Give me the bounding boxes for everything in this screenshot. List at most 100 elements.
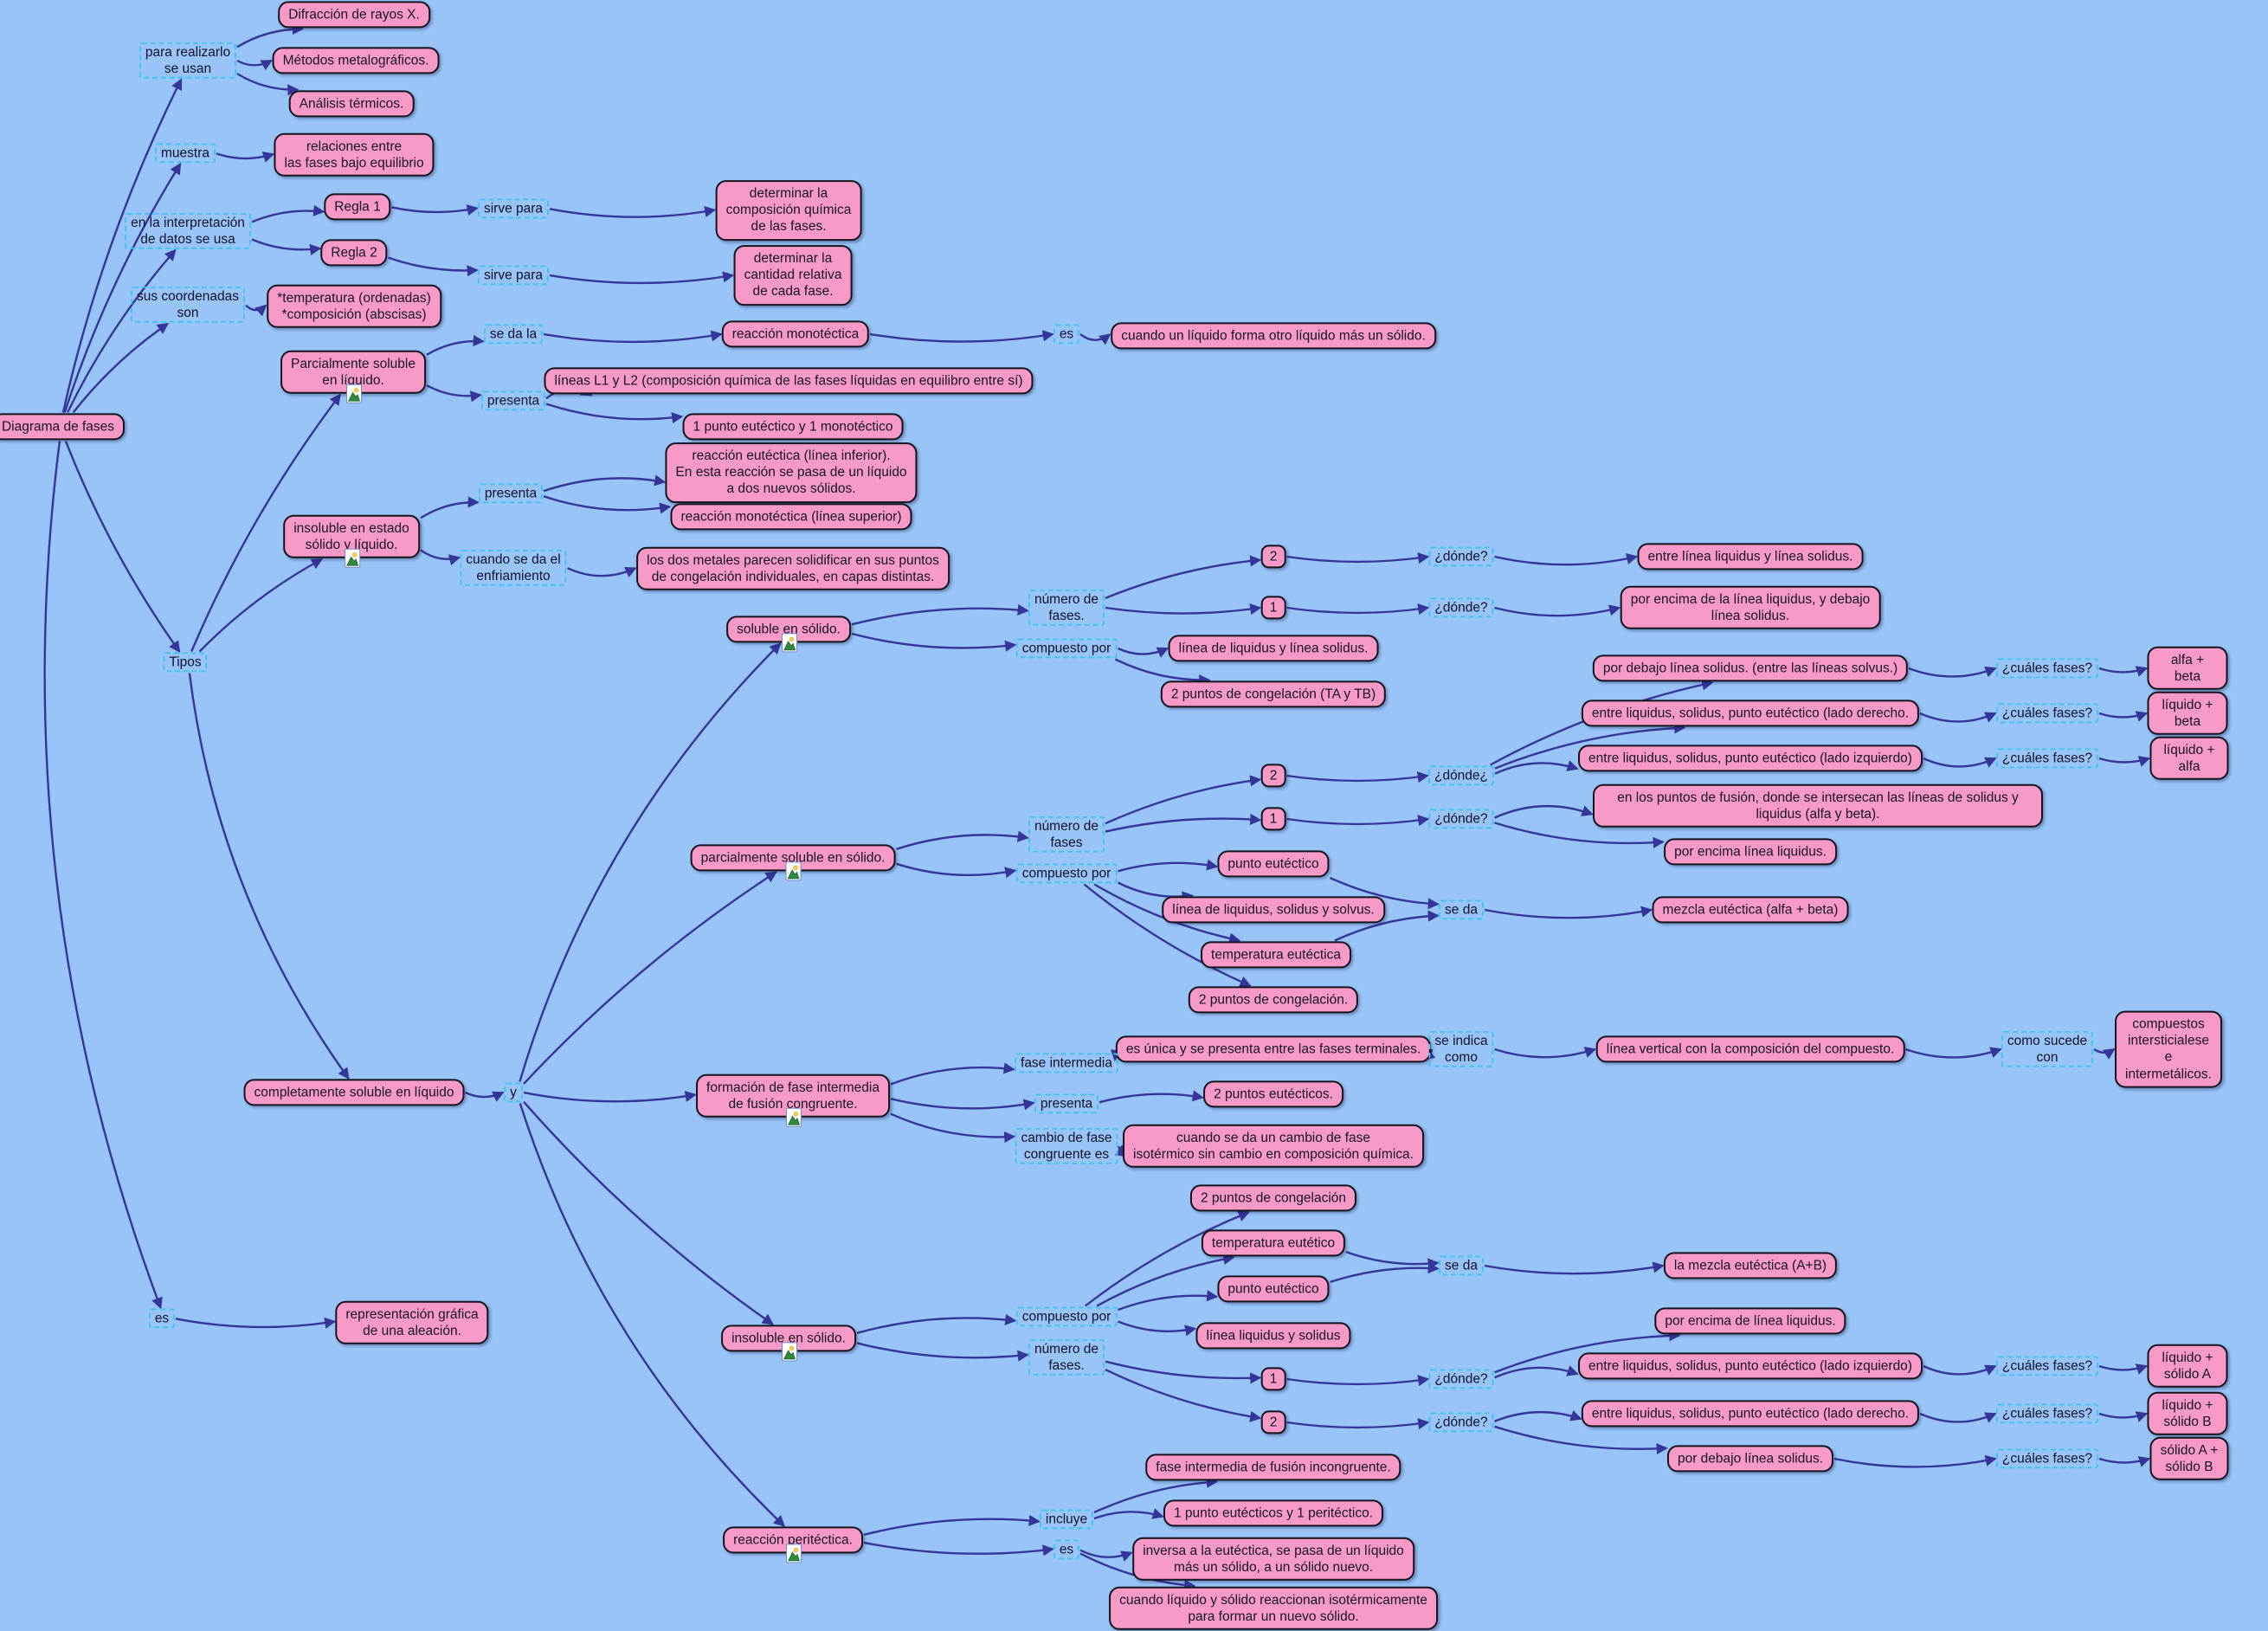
- concept-node-por-encima-linea-liquidus[interactable]: por encima línea liquidus.: [1664, 838, 1837, 866]
- concept-node-reaccion-monotectica-superior[interactable]: reacción monotéctica (línea superior): [670, 503, 912, 531]
- concept-node-liquido-alfa[interactable]: líquido + alfa: [2149, 736, 2229, 781]
- linking-phrase-lbl-es-root[interactable]: es: [148, 1308, 176, 1329]
- concept-node-por-encima-debajo[interactable]: por encima de la línea liquidus, y debaj…: [1620, 585, 1881, 630]
- resource-image-icon[interactable]: [782, 633, 797, 653]
- concept-node-temperatura-eutectica[interactable]: temperatura eutéctica: [1201, 941, 1351, 969]
- concept-node-liquido-beta[interactable]: líquido + beta: [2147, 691, 2228, 736]
- concept-node-es-unica[interactable]: es única y se presenta entre las fases t…: [1115, 1035, 1432, 1063]
- linking-phrase-lbl-cuales-a2[interactable]: ¿cuáles fases?: [1995, 703, 2099, 724]
- linking-phrase-lbl-presenta-1[interactable]: presenta: [480, 390, 546, 411]
- concept-node-dos-puntos-eutecticos[interactable]: 2 puntos eutécticos.: [1203, 1080, 1343, 1108]
- linking-phrase-lbl-compuesto-por-a[interactable]: compuesto por: [1015, 638, 1118, 659]
- linking-phrase-lbl-se-da-c[interactable]: se da: [1439, 1255, 1484, 1276]
- linking-phrase-lbl-cuales-b1[interactable]: ¿cuáles fases?: [1995, 1356, 2099, 1376]
- resource-image-icon[interactable]: [344, 549, 360, 569]
- linking-phrase-lbl-es-peritectica[interactable]: es: [1053, 1539, 1080, 1560]
- concept-node-entre-lado-izquierdo-c[interactable]: entre liquidus, solidus, punto eutéctico…: [1578, 1352, 1923, 1380]
- linking-phrase-lbl-presenta-2[interactable]: presenta: [478, 483, 544, 504]
- linking-phrase-lbl-cuales-b2[interactable]: ¿cuáles fases?: [1995, 1403, 2099, 1424]
- linking-phrase-lbl-fase-intermedia[interactable]: fase intermedia: [1015, 1053, 1118, 1073]
- concept-node-cuando-liquido-solido[interactable]: cuando líquido y sólido reaccionan isoté…: [1109, 1586, 1438, 1631]
- concept-node-analisis[interactable]: Análisis térmicos.: [288, 90, 415, 118]
- concept-node-mezcla-eutectica-alfa-beta[interactable]: mezcla eutéctica (alfa + beta): [1652, 896, 1849, 924]
- linking-phrase-lbl-numero-fases-a[interactable]: número de fases.: [1028, 589, 1105, 627]
- concept-node-num-1-a[interactable]: 1: [1260, 596, 1286, 620]
- resource-image-icon[interactable]: [786, 1544, 802, 1563]
- concept-node-punto-eutectico-c[interactable]: punto eutéctico: [1217, 1275, 1330, 1303]
- linking-phrase-lbl-incluye[interactable]: incluye: [1039, 1509, 1094, 1530]
- linking-phrase-lbl-presenta-3[interactable]: presenta: [1034, 1093, 1099, 1114]
- concept-node-entre-lado-derecho-c[interactable]: entre liquidus, solidus, punto eutéctico…: [1581, 1400, 1920, 1428]
- concept-node-num-2-b[interactable]: 2: [1260, 764, 1286, 788]
- concept-node-temperatura-eutetico[interactable]: temperatura eutético: [1201, 1229, 1346, 1257]
- concept-node-regla-2[interactable]: Regla 2: [320, 239, 388, 267]
- linking-phrase-lbl-cuales-a3[interactable]: ¿cuáles fases?: [1995, 748, 2099, 769]
- concept-node-parcialmente-soluble-solido[interactable]: parcialmente soluble en sólido.: [690, 844, 896, 881]
- linking-phrase-lbl-donde-b1[interactable]: ¿dónde¿: [1427, 765, 1495, 786]
- linking-phrase-lbl-es-top[interactable]: es: [1053, 324, 1080, 345]
- concept-node-punto-eutecticos-peritectico[interactable]: 1 punto eutécticos y 1 peritéctico.: [1163, 1499, 1384, 1527]
- linking-phrase-lbl-numero-fases-b[interactable]: número de fases: [1028, 816, 1105, 854]
- linking-phrase-lbl-numero-fases-c[interactable]: número de fases.: [1028, 1338, 1105, 1376]
- linking-phrase-lbl-donde-c1[interactable]: ¿dónde?: [1428, 1369, 1494, 1389]
- concept-node-linea-liquidus-y-solidus[interactable]: línea liquidus y solidus: [1195, 1322, 1351, 1350]
- concept-node-linea-liquidus-linea-solidus[interactable]: línea de liquidus y línea solidus.: [1168, 635, 1379, 662]
- concept-node-mezcla-eutectica-ab[interactable]: la mezcla eutéctica (A+B): [1663, 1252, 1838, 1280]
- linking-phrase-lbl-donde-b2[interactable]: ¿dónde?: [1428, 809, 1494, 829]
- resource-image-icon[interactable]: [345, 384, 362, 404]
- resource-image-icon[interactable]: [782, 1342, 797, 1362]
- concept-node-linea-vertical[interactable]: línea vertical con la composición del co…: [1595, 1035, 1905, 1063]
- concept-node-regla-1[interactable]: Regla 1: [324, 193, 391, 221]
- concept-node-representacion-grafica[interactable]: representación gráfica de una aleación.: [335, 1300, 489, 1345]
- linking-phrase-lbl-coordenadas[interactable]: sus coordenadas son: [130, 286, 246, 324]
- linking-phrase-lbl-cuando-enfriamiento[interactable]: cuando se da el enfriamiento: [460, 549, 567, 587]
- concept-node-insoluble-estado-solido-liquido[interactable]: insoluble en estado sólido y líquido.: [283, 514, 420, 569]
- linking-phrase-lbl-muestra[interactable]: muestra: [155, 143, 216, 164]
- concept-node-linea-liquidus-solidus-solvus[interactable]: línea de liquidus, solidus y solvus.: [1162, 896, 1385, 924]
- concept-node-reaccion-monotectica[interactable]: reacción monotéctica: [721, 320, 870, 348]
- concept-node-fase-incongruente[interactable]: fase intermedia de fusión incongruente.: [1145, 1454, 1401, 1481]
- concept-node-parcialmente-soluble-liquido[interactable]: Parcialmente soluble en líquido.: [280, 350, 426, 404]
- concept-node-num-1-c[interactable]: 1: [1260, 1367, 1286, 1391]
- linking-phrase-lbl-compuesto-por-b[interactable]: compuesto por: [1015, 863, 1118, 884]
- concept-node-punto-eutectico-b[interactable]: punto eutéctico: [1217, 850, 1330, 878]
- concept-node-formacion-fase-intermedia[interactable]: formación de fase intermedia de fusión c…: [696, 1073, 890, 1128]
- linking-phrase-lbl-interpretacion[interactable]: en la interpretación de datos se usa: [125, 212, 251, 250]
- resource-image-icon[interactable]: [785, 861, 802, 881]
- concept-node-cambio-isotermico[interactable]: cuando se da un cambio de fase isotérmic…: [1123, 1124, 1424, 1169]
- concept-node-num-2-c[interactable]: 2: [1260, 1410, 1286, 1434]
- concept-node-soluble-en-solido[interactable]: soluble en sólido.: [726, 616, 851, 653]
- linking-phrase-lbl-se-indica-como[interactable]: se indica como: [1428, 1030, 1494, 1068]
- linking-phrase-lbl-donde-a2[interactable]: ¿dónde?: [1428, 597, 1494, 618]
- concept-node-por-debajo-linea-solidus[interactable]: por debajo línea solidus.: [1666, 1445, 1834, 1473]
- concept-node-num-2-a[interactable]: 2: [1260, 545, 1286, 569]
- concept-node-lineas-l1-l2[interactable]: líneas L1 y L2 (composición química de l…: [544, 367, 1034, 395]
- concept-node-punto-eutectico-monotectico[interactable]: 1 punto eutéctico y 1 monotéctico: [682, 413, 904, 441]
- concept-node-inversa-eutectica[interactable]: inversa a la eutéctica, se pasa de un lí…: [1132, 1537, 1414, 1582]
- linking-phrase-lbl-cuales-b3[interactable]: ¿cuáles fases?: [1995, 1448, 2099, 1469]
- concept-node-temperatura-composicion[interactable]: *temperatura (ordenadas) *composición (a…: [267, 284, 441, 329]
- concept-node-por-debajo-solvus[interactable]: por debajo línea solidus. (entre las lín…: [1592, 654, 1909, 682]
- concept-node-num-1-b[interactable]: 1: [1260, 807, 1286, 831]
- concept-node-entre-linea-liquidus-solidus[interactable]: entre línea liquidus y línea solidus.: [1637, 543, 1864, 571]
- concept-node-dos-puntos-congelacion-tatb[interactable]: 2 puntos de congelación (TA y TB): [1160, 680, 1387, 708]
- linking-phrase-lbl-y[interactable]: y: [504, 1082, 523, 1103]
- linking-phrase-lbl-sirve-para-2[interactable]: sirve para: [477, 265, 550, 286]
- concept-node-dos-metales[interactable]: los dos metales parecen solidificar en s…: [636, 546, 950, 591]
- concept-node-entre-lado-derecho[interactable]: entre liquidus, solidus, punto eutéctico…: [1581, 699, 1920, 727]
- concept-node-dos-puntos-congelacion-b[interactable]: 2 puntos de congelación.: [1188, 986, 1359, 1014]
- linking-phrase-lbl-sirve-para-1[interactable]: sirve para: [477, 198, 550, 219]
- concept-node-cuando-liquido-forma[interactable]: cuando un líquido forma otro líquido más…: [1111, 322, 1436, 350]
- concept-node-compuestos-intersticiales[interactable]: compuestos intersticialese e intermetáli…: [2115, 1010, 2222, 1088]
- concept-node-completamente-soluble-liquido[interactable]: completamente soluble en líquido: [243, 1079, 465, 1106]
- concept-node-por-encima-de-linea-liquidus[interactable]: por encima de línea liquidus.: [1654, 1307, 1846, 1335]
- concept-node-difraccion[interactable]: Difracción de rayos X.: [278, 1, 430, 29]
- linking-phrase-lbl-donde-a1[interactable]: ¿dónde?: [1428, 546, 1494, 567]
- linking-phrase-lbl-para-realizarlo[interactable]: para realizarlo se usan: [139, 42, 237, 80]
- linking-phrase-lbl-se-da-b[interactable]: se da: [1439, 899, 1484, 920]
- concept-node-relaciones[interactable]: relaciones entre las fases bajo equilibr…: [274, 132, 435, 177]
- concept-node-det-composicion[interactable]: determinar la composición química de las…: [715, 180, 862, 241]
- concept-node-root[interactable]: Diagrama de fases: [0, 413, 126, 441]
- linking-phrase-lbl-como-sucede[interactable]: como sucede con: [2001, 1030, 2094, 1068]
- linking-phrase-lbl-cuales-a1[interactable]: ¿cuáles fases?: [1995, 658, 2099, 679]
